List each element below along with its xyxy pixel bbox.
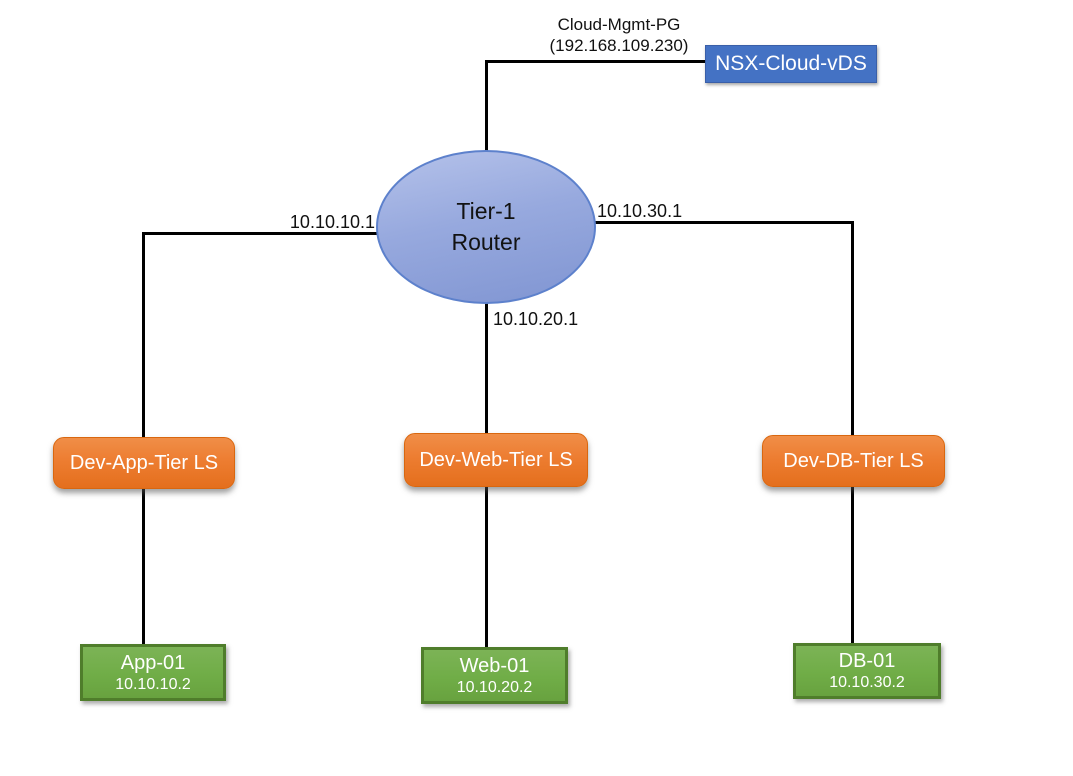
gateway-label-web: 10.10.20.1 <box>493 309 579 329</box>
vm-web-ip: 10.10.20.2 <box>456 678 533 696</box>
connector-web-vertical-upper <box>485 290 488 437</box>
connector-vds-horizontal <box>485 60 707 63</box>
tier1-router-ellipse: Tier-1 Router <box>376 150 596 304</box>
vm-db-ip: 10.10.30.2 <box>829 674 905 691</box>
connector-db-vertical-upper <box>851 221 854 437</box>
connector-app-vertical-lower <box>142 487 145 646</box>
vm-app: App-01 10.10.10.2 <box>80 644 226 701</box>
connector-vds-vertical <box>485 60 488 155</box>
router-name-line2: Router <box>451 229 521 255</box>
router-name-line1: Tier-1 <box>456 198 516 224</box>
pg-name: Cloud-Mgmt-PG <box>557 15 681 34</box>
vm-app-ip: 10.10.10.2 <box>115 675 191 693</box>
vm-db-name: DB-01 <box>838 650 896 672</box>
connector-db-vertical-lower <box>851 485 854 645</box>
vm-web-name: Web-01 <box>459 654 530 677</box>
vm-app-name: App-01 <box>120 651 186 674</box>
gateway-label-app: 10.10.10.1 <box>289 212 375 232</box>
vds-box: NSX-Cloud-vDS <box>705 45 877 83</box>
logical-switch-app: Dev-App-Tier LS <box>53 437 235 489</box>
pg-ip: (192.168.109.230) <box>549 36 689 55</box>
vm-db: DB-01 10.10.30.2 <box>793 643 941 699</box>
vm-web: Web-01 10.10.20.2 <box>421 647 568 704</box>
connector-app-horizontal <box>142 232 382 235</box>
logical-switch-web: Dev-Web-Tier LS <box>404 433 588 487</box>
connector-web-vertical-lower <box>485 485 488 649</box>
logical-switch-db: Dev-DB-Tier LS <box>762 435 945 487</box>
gateway-label-db: 10.10.30.1 <box>597 201 683 221</box>
connector-db-horizontal <box>585 221 854 224</box>
cloud-mgmt-pg-label: Cloud-Mgmt-PG (192.168.109.230) <box>524 14 714 56</box>
connector-app-vertical-upper <box>142 232 145 439</box>
